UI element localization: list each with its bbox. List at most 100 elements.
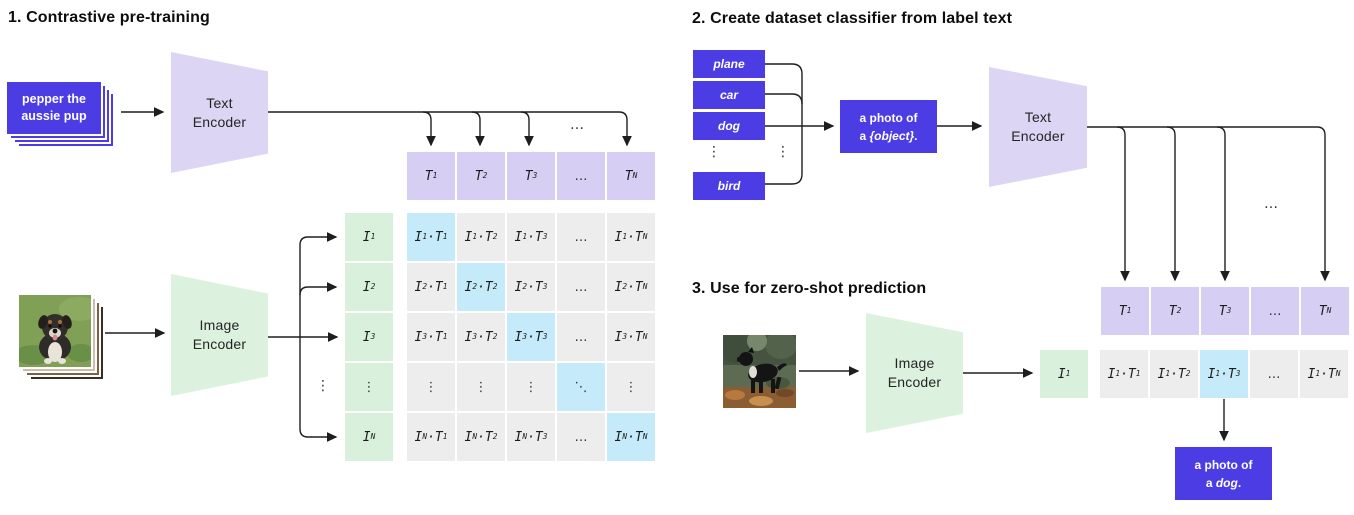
text-encoder-2: Text Encoder [989, 67, 1087, 187]
image-encoder: Image Encoder [171, 274, 268, 396]
section1-title: 1. Contrastive pre-training [8, 9, 210, 26]
branch-to-t1 [422, 111, 436, 147]
prediction-line2: a dog. [1205, 475, 1242, 490]
matrix-dots-cell: … [557, 263, 605, 311]
matrix-dots-cell: ⋮ [507, 363, 555, 411]
t-header-dots-cell: … [557, 152, 605, 200]
branch-to-t2 [471, 111, 485, 147]
branch2-to-t2 [1166, 126, 1180, 282]
labels-dots: ⋮ [707, 144, 721, 160]
image-encoder-3-label: Image Encoder [887, 355, 942, 390]
prediction-class: dog [1215, 475, 1238, 490]
matrix-diagonal-dots-cell: ⋱ [557, 363, 605, 411]
branch-to-in [299, 428, 338, 442]
image-input-stack [17, 293, 109, 385]
branch2-to-t1 [1116, 126, 1130, 282]
label-bracket-car-join [765, 93, 803, 105]
prediction-line1: a photo of [1194, 457, 1253, 472]
prompt-object-placeholder: {object} [869, 128, 915, 143]
puppy-photo [17, 293, 93, 369]
branch2-to-t3 [1216, 126, 1230, 282]
prompt-line2: a {object}. [859, 128, 918, 143]
text-input-card: pepper the aussie pup [5, 80, 103, 136]
text-input-line2: aussie pup [21, 109, 87, 123]
line-text-encoder2-to-tn [1087, 126, 1330, 282]
query-dog-photo [723, 335, 796, 408]
dog-illustration [723, 335, 796, 408]
label-dog: dog [693, 112, 765, 140]
bracket-dots: ⋮ [776, 144, 790, 160]
t-line-dots-2: … [1264, 196, 1278, 212]
text-encoder: Text Encoder [171, 52, 268, 173]
t-line-dots: … [570, 117, 584, 133]
matrix-dots-cell: … [557, 313, 605, 361]
t-row-dots-cell: … [1251, 287, 1299, 335]
prompt-line1: a photo of [859, 110, 918, 125]
text-encoder-2-label: Text Encoder [1011, 109, 1065, 144]
matrix-dots-cell: ⋮ [407, 363, 455, 411]
image-encoder-3: Image Encoder [866, 313, 963, 433]
i-column-dots-cell: ⋮ [345, 363, 393, 411]
matrix-dots-cell: … [557, 213, 605, 261]
label-bracket [765, 63, 803, 185]
branch-to-t3 [520, 111, 534, 147]
matrix-dots-cell: … [557, 413, 605, 461]
label-plane: plane [693, 50, 765, 78]
section2-title: 2. Create dataset classifier from label … [692, 10, 1013, 27]
text-input-line1: pepper the [22, 91, 86, 106]
image-encoder-label: Image Encoder [192, 317, 247, 352]
matrix-dots-cell: ⋮ [607, 363, 655, 411]
section3-title: 3. Use for zero-shot prediction [692, 280, 927, 297]
result-dots-cell: … [1250, 350, 1298, 398]
branch-to-i2 [299, 282, 338, 296]
branch-to-i1 [299, 232, 338, 429]
text-encoder-label: Text Encoder [192, 94, 247, 130]
label-car: car [693, 81, 765, 109]
puppy-illustration [19, 295, 91, 367]
text-input-stack: pepper the aussie pup [5, 80, 117, 150]
prompt-template-box: a photo of a {object}. [840, 100, 937, 153]
prediction-box: a photo of a dog. [1175, 447, 1272, 500]
label-bird: bird [693, 172, 765, 200]
matrix-dots-cell: ⋮ [457, 363, 505, 411]
